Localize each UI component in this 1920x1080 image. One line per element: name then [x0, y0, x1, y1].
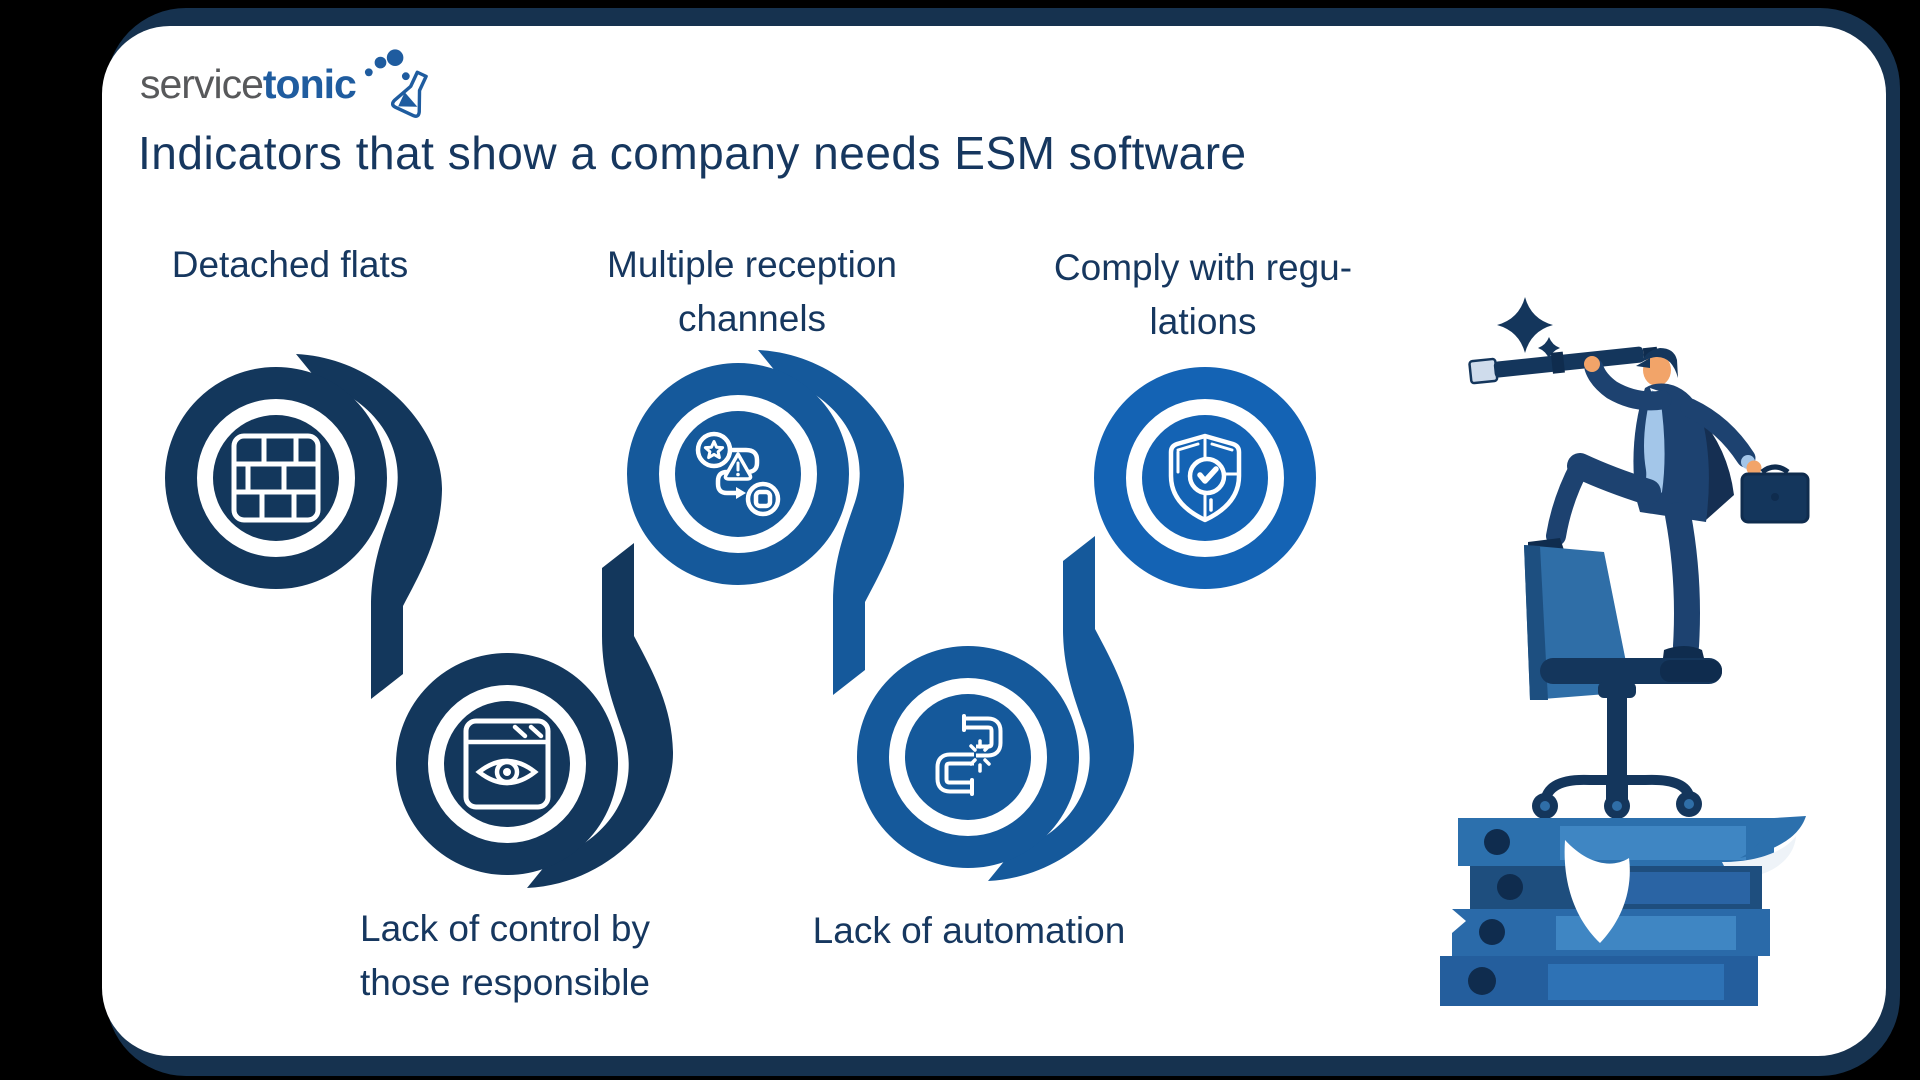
connector-tail: [758, 350, 905, 695]
sparkle-icon: [1538, 337, 1560, 359]
brick-wall-icon: [231, 433, 321, 523]
label-lack-of-automation: Lack of automation: [734, 904, 1204, 958]
binder-stack: [1440, 816, 1806, 1006]
arm-telescope: [1584, 358, 1672, 411]
logo-text-service: service: [140, 60, 264, 107]
hair: [1642, 348, 1678, 378]
hand: [1746, 460, 1762, 476]
paper-sheet: [1564, 840, 1630, 943]
flask-icon: [364, 49, 428, 118]
briefcase: [1740, 464, 1810, 524]
label-line: Comply with regu-: [1053, 247, 1353, 288]
spark-burst: [969, 739, 991, 773]
node-ring: [857, 646, 1079, 868]
workflow-icon: [695, 431, 781, 517]
node-multiple-reception-channels: [627, 350, 905, 695]
node-comply-regulations: [1094, 367, 1316, 589]
connector-tail: [988, 536, 1135, 881]
broken-pipe-icon: [935, 714, 1003, 796]
office-chair: [1524, 545, 1722, 819]
logo-text-tonic: tonic: [262, 60, 357, 107]
node-lack-of-control: [396, 543, 674, 888]
label-line: those responsible: [359, 962, 651, 1003]
node-ring: [1094, 367, 1316, 589]
brow: [1636, 358, 1650, 368]
cover-curl: [1740, 816, 1806, 858]
label-line: Lack of automation: [812, 910, 1126, 951]
connector-tail: [527, 543, 674, 888]
label-comply-regulations: Comply with regu- lations: [968, 241, 1438, 349]
eye-window-icon: [463, 718, 551, 810]
label-lack-of-control: Lack of control by those responsible: [270, 902, 740, 1010]
standing-leg: [1665, 502, 1700, 659]
node-detached-flats: [165, 354, 443, 699]
businessman-illustration: [1440, 297, 1810, 1006]
tie: [1636, 390, 1665, 499]
node-ring: [165, 367, 387, 589]
page-title: Indicators that show a company needs ESM…: [138, 127, 1247, 179]
telescope: [1468, 346, 1658, 385]
arm-briefcase: [1680, 398, 1756, 468]
label-line: Detached flats: [171, 244, 409, 285]
raised-shin: [1546, 456, 1590, 546]
shield-check-icon: [1168, 433, 1242, 523]
node-ring: [396, 653, 618, 875]
node-lack-of-automation: [857, 536, 1135, 881]
label-line: lations: [1149, 301, 1257, 342]
node-ring: [627, 363, 849, 585]
label-multiple-reception-channels: Multiple reception channels: [517, 238, 987, 346]
label-line: Lack of control by: [360, 908, 650, 949]
node-disc: [213, 415, 339, 541]
label-line: channels: [677, 298, 827, 339]
label-line: Multiple reception: [607, 244, 897, 285]
hand: [1584, 356, 1600, 372]
sparkle-icon: [1497, 297, 1553, 353]
connector-tail: [296, 354, 443, 699]
label-detached-flats: Detached flats: [55, 238, 525, 292]
